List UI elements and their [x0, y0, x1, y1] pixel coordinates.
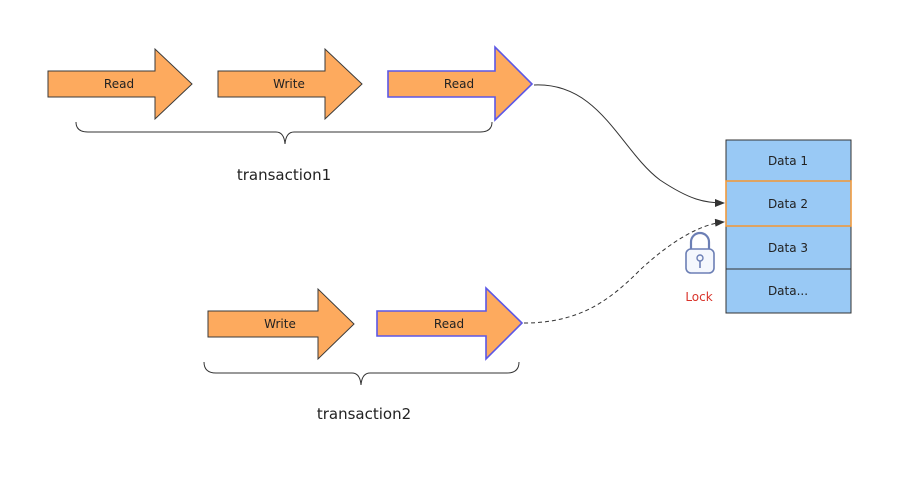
data-cell-3: [725, 225, 852, 270]
data-cell-1: [725, 139, 852, 182]
op-label: Read: [444, 77, 474, 91]
transaction1-brace: [75, 121, 493, 145]
padlock-icon: [685, 231, 715, 274]
transaction2-connector: [523, 218, 725, 324]
data-cell-label: Data 3: [768, 241, 808, 255]
data-cell-4: [725, 268, 852, 314]
op-label: Read: [104, 77, 134, 91]
data-cell-label: Data 1: [768, 154, 808, 168]
transaction2-brace: [203, 361, 520, 386]
transaction2-op-read: Read: [376, 286, 524, 361]
data-table: Data 1 Data 3 Data... Data 2: [725, 139, 852, 314]
transaction1-label: transaction1: [237, 166, 331, 184]
transaction1-connector: [533, 84, 725, 207]
transaction2-op-write: Write: [207, 287, 355, 361]
op-label: Read: [434, 317, 464, 331]
data-cell-label: Data 2: [768, 197, 808, 211]
op-label: Write: [273, 77, 305, 91]
op-label: Write: [264, 317, 296, 331]
transaction1-op-write: Write: [217, 47, 363, 121]
lock-label: Lock: [685, 290, 712, 304]
transaction1-op-read-2: Read: [387, 45, 534, 122]
transaction1-op-read-1: Read: [47, 47, 193, 121]
data-cell-label: Data...: [768, 284, 808, 298]
transaction2-label: transaction2: [317, 405, 411, 423]
data-cell-2-highlighted: [725, 180, 852, 227]
